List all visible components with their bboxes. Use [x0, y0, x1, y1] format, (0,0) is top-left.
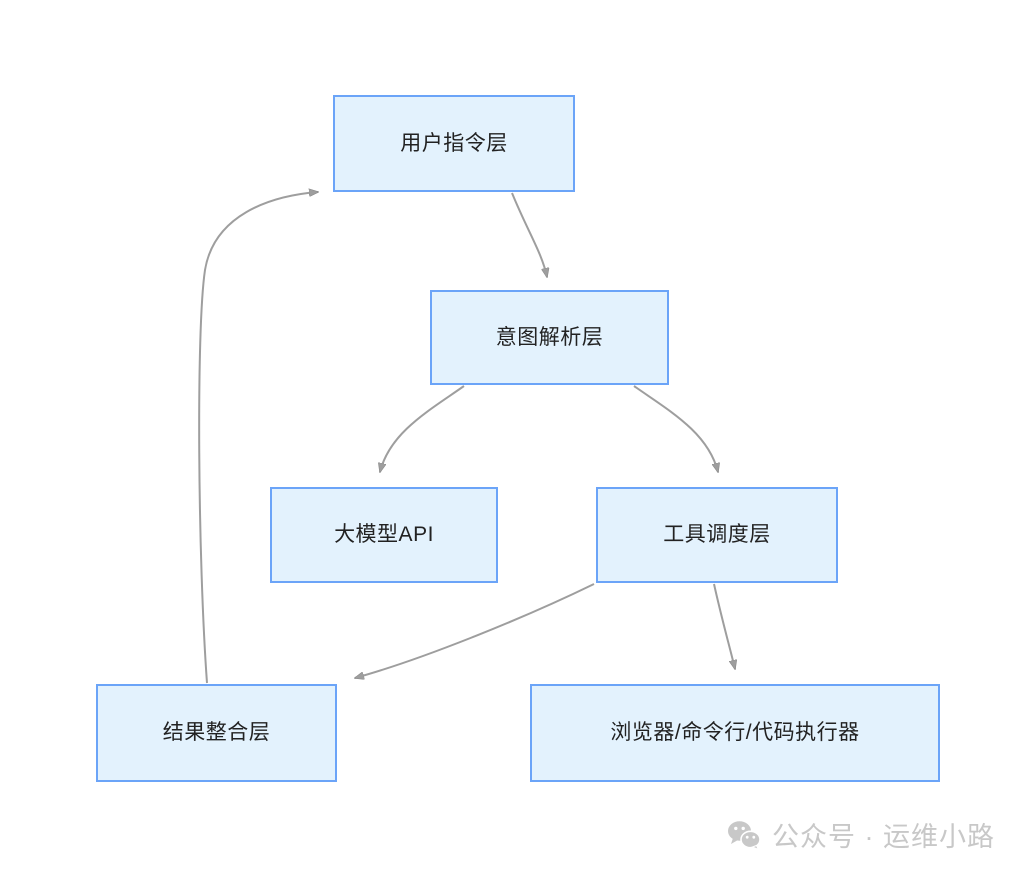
edge-tool-to-result	[355, 583, 595, 678]
node-tool-scheduling-layer[interactable]: 工具调度层	[596, 487, 838, 583]
node-label: 工具调度层	[663, 523, 771, 547]
node-intent-parsing-layer[interactable]: 意图解析层	[430, 290, 669, 385]
edge-tool-to-executor	[713, 583, 735, 669]
node-result-integration-layer[interactable]: 结果整合层	[96, 684, 337, 782]
node-llm-api[interactable]: 大模型API	[270, 487, 498, 583]
node-label: 意图解析层	[495, 325, 604, 349]
edge-intent-to-llm	[380, 385, 465, 472]
node-executor-tools[interactable]: 浏览器/命令行/代码执行器	[530, 684, 940, 782]
node-user-instruction-layer[interactable]: 用户指令层	[333, 95, 575, 192]
edge-result-to-user	[198, 192, 318, 684]
node-label: 浏览器/命令行/代码执行器	[610, 721, 860, 745]
watermark: 公众号 · 运维小路	[727, 815, 995, 854]
node-label: 结果整合层	[162, 721, 271, 745]
wechat-icon	[728, 820, 761, 850]
edge-intent-to-tool	[633, 385, 718, 472]
node-label: 大模型API	[334, 523, 434, 547]
node-label: 用户指令层	[400, 131, 508, 155]
watermark-text: 公众号 · 运维小路	[772, 822, 995, 852]
edge-user-to-intent	[511, 192, 547, 277]
